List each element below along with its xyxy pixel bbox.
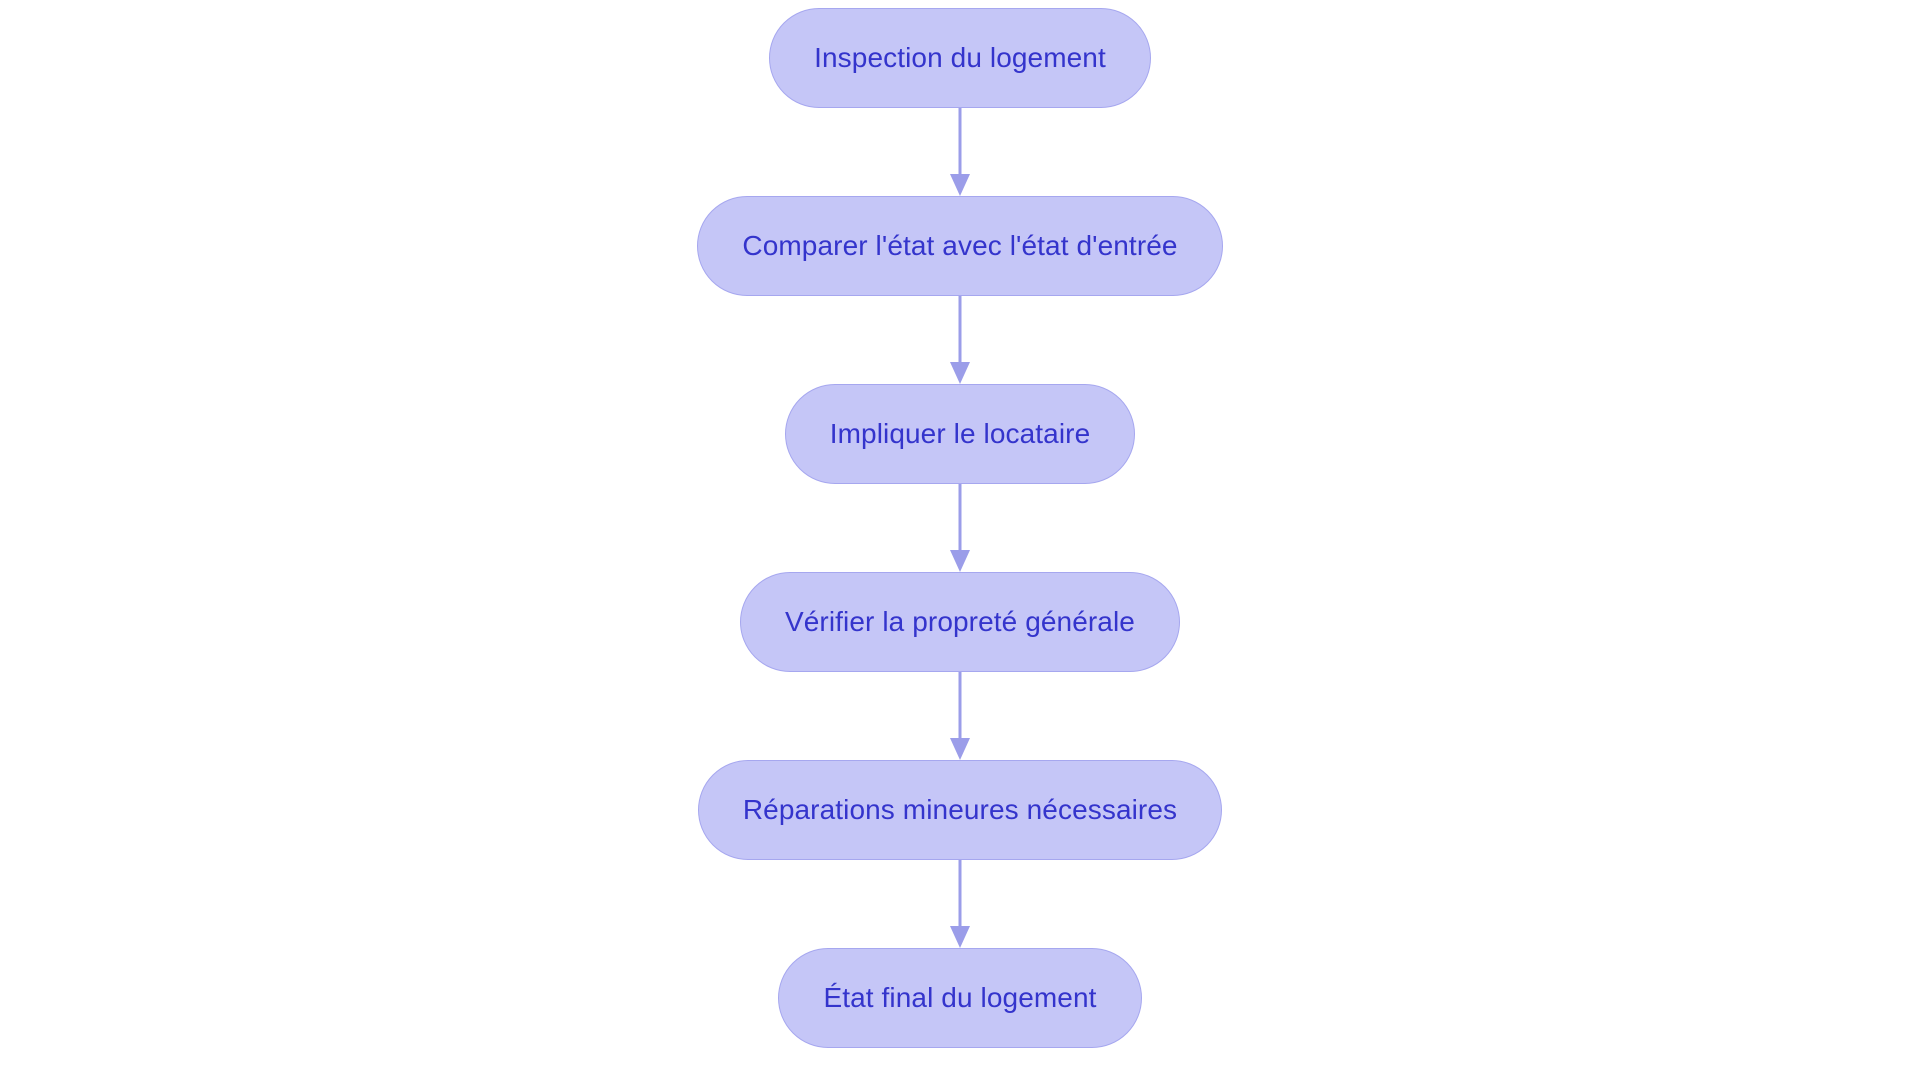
flow-connector-down-arrow	[949, 108, 970, 196]
flow-connector-down-arrow	[949, 296, 970, 384]
flow-node-label: Impliquer le locataire	[829, 418, 1091, 449]
flow-node-label: Vérifier la propreté générale	[784, 606, 1135, 637]
arrowhead-icon	[949, 550, 970, 572]
flow-node-inspection-du-logement[interactable]: Inspection du logement	[769, 8, 1151, 108]
arrowhead-icon	[949, 362, 970, 384]
flow-node-stack: Inspection du logement Comparer l'état a…	[697, 0, 1223, 1048]
arrowhead-icon	[949, 738, 970, 760]
arrowhead-icon	[949, 174, 970, 196]
flow-node-verifier-proprete[interactable]: Vérifier la propreté générale	[739, 572, 1180, 672]
flow-connector-down-arrow	[949, 672, 970, 760]
flow-node-label: Inspection du logement	[814, 42, 1106, 73]
flow-node-comparer-etat[interactable]: Comparer l'état avec l'état d'entrée	[697, 196, 1223, 296]
flow-connector-down-arrow	[949, 484, 970, 572]
arrowhead-icon	[949, 926, 970, 948]
flow-node-etat-final-du-logement[interactable]: État final du logement	[778, 948, 1142, 1048]
flow-node-reparations-mineures[interactable]: Réparations mineures nécessaires	[697, 760, 1223, 860]
flow-node-label: Réparations mineures nécessaires	[742, 794, 1178, 825]
flow-node-label: État final du logement	[823, 982, 1097, 1013]
flow-node-impliquer-le-locataire[interactable]: Impliquer le locataire	[784, 384, 1136, 484]
flow-node-label: Comparer l'état avec l'état d'entrée	[742, 230, 1178, 261]
flow-connector-down-arrow	[949, 860, 970, 948]
